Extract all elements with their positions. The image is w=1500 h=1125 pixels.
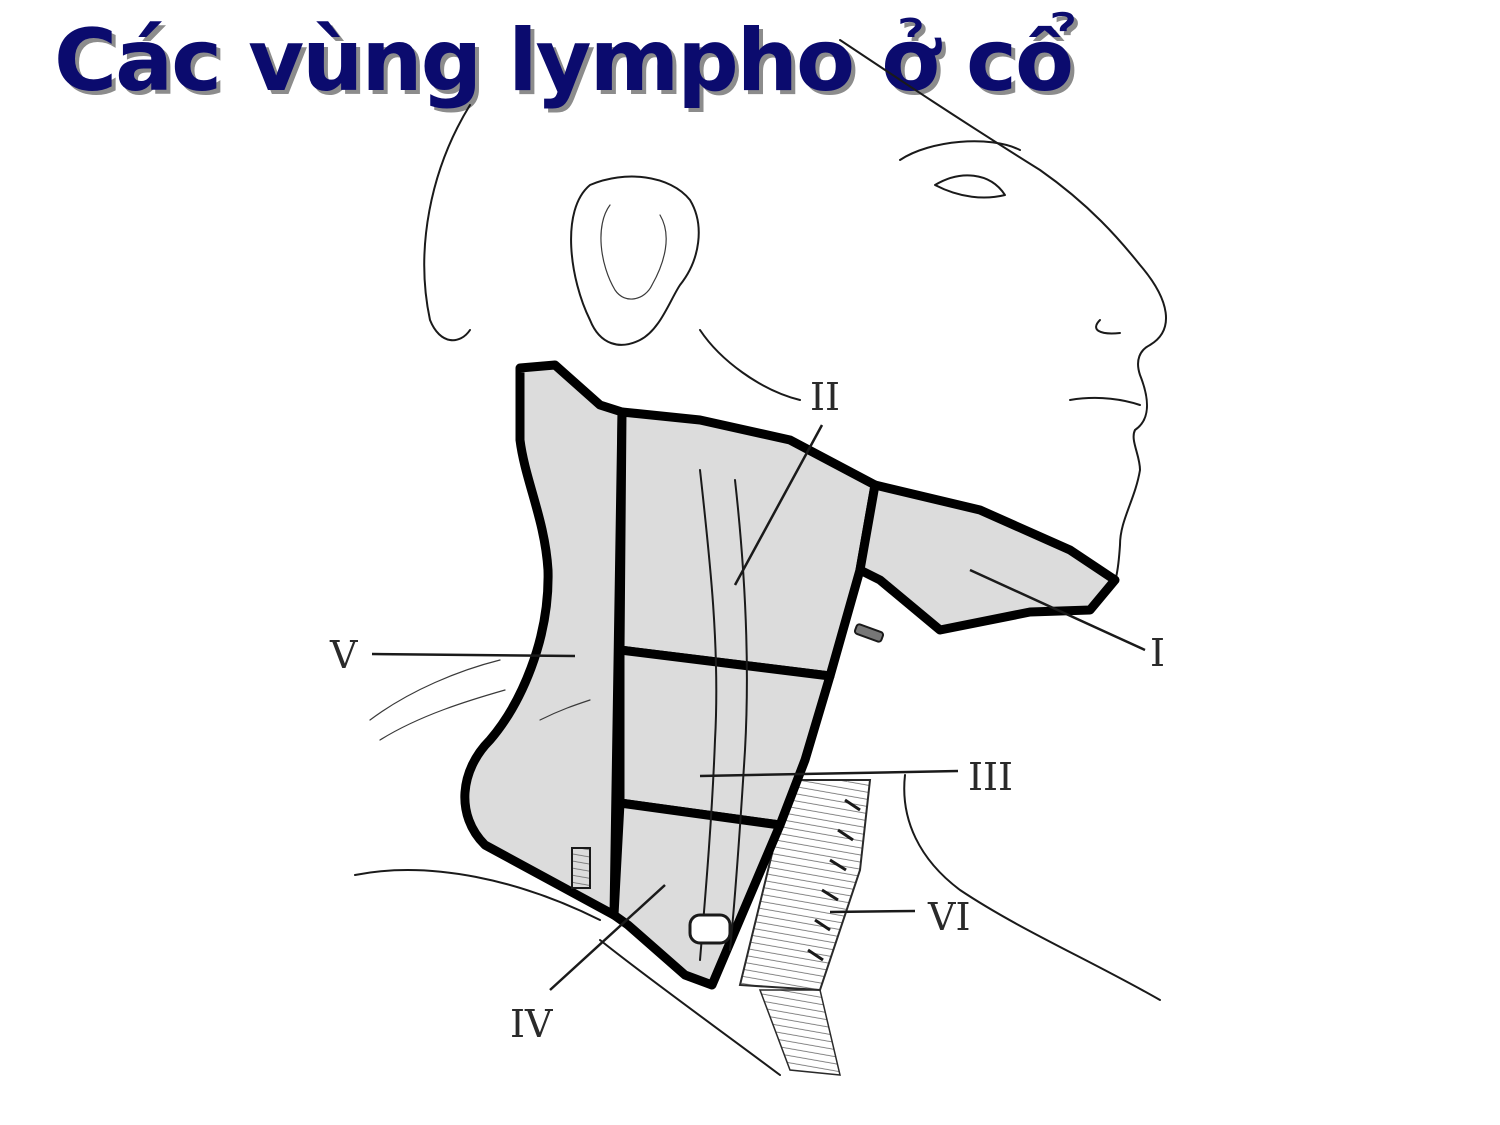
jaw-line <box>699 329 801 401</box>
label-level-i: I <box>1150 631 1165 675</box>
label-level-iv: IV <box>510 1002 553 1046</box>
leader-i <box>969 568 1146 652</box>
leader-ii <box>733 424 824 586</box>
forehead-profile <box>839 39 1167 591</box>
region-iii <box>615 645 835 830</box>
nape-hair <box>369 659 501 721</box>
neck-muscles-sketch <box>738 779 872 1076</box>
nerve-branch <box>539 699 591 721</box>
clavicle-line <box>599 939 781 1076</box>
trachea-rings <box>807 798 861 962</box>
lower-neck-fibers <box>758 989 841 1076</box>
region-v <box>460 360 627 920</box>
leader-lines <box>371 424 1146 991</box>
rib-stub <box>571 847 591 889</box>
slide-title: Các vùng lympho ở cổ <box>54 11 1074 111</box>
carotid-artery <box>729 479 748 951</box>
nape-hair-2 <box>379 689 506 741</box>
vessel-cut-lower <box>688 913 732 945</box>
leader-iv <box>549 884 666 991</box>
jugular-vein <box>699 469 718 961</box>
region-ii <box>615 407 880 681</box>
leader-v <box>371 652 576 658</box>
eye <box>934 174 1006 199</box>
leader-iii <box>699 769 959 778</box>
mouth <box>1069 396 1141 406</box>
label-level-v: V <box>329 633 358 677</box>
region-i <box>855 480 1120 635</box>
label-level-vi: VI <box>927 895 970 939</box>
shoulder-line <box>354 869 601 921</box>
level-labels: I II III IV V VI <box>329 375 1165 1046</box>
ear-outer <box>570 175 700 346</box>
head-sketch <box>354 39 1167 1076</box>
eyebrow <box>899 140 1021 161</box>
skull-back-line <box>423 104 471 342</box>
vessel-sketch <box>539 469 885 961</box>
sternocleidomastoid-lower <box>738 779 872 992</box>
node-marker <box>853 623 885 643</box>
ear-inner <box>600 204 667 300</box>
leader-vi <box>829 909 916 914</box>
lymph-regions <box>460 360 1120 990</box>
label-level-iii: III <box>968 755 1013 799</box>
throat-line <box>903 774 1161 1001</box>
label-level-ii: II <box>810 375 840 419</box>
nostril <box>1095 319 1121 335</box>
